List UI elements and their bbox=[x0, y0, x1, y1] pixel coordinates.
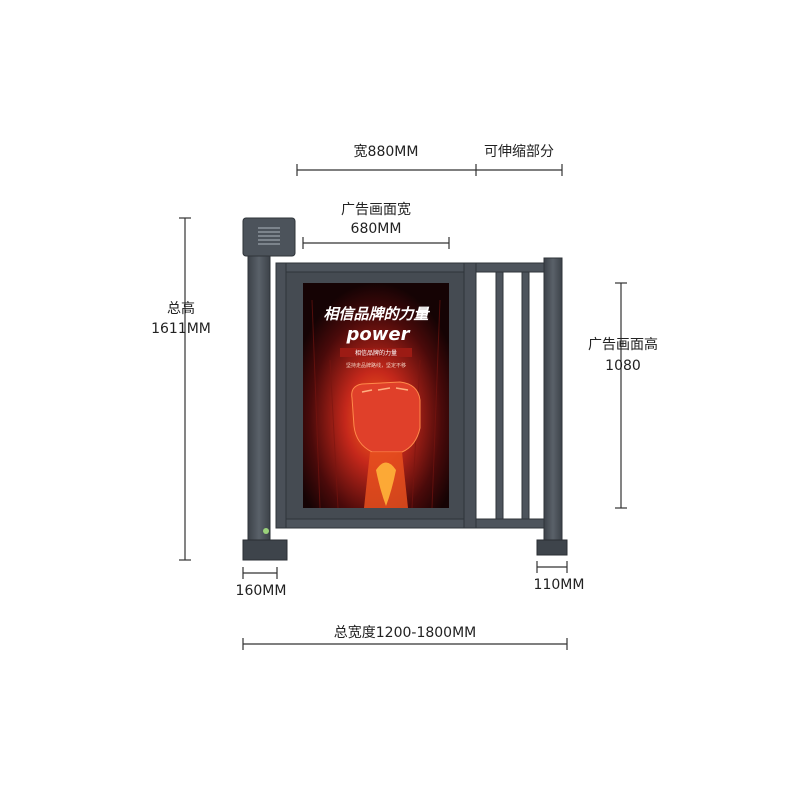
poster-word: power bbox=[346, 324, 411, 345]
indicator-light-icon bbox=[263, 528, 269, 534]
right-base-label: 110MM bbox=[534, 577, 585, 593]
poster-tagline: 相信品牌的力量 bbox=[355, 349, 397, 357]
frame-divider-post bbox=[463, 262, 477, 529]
hinge-post bbox=[275, 262, 287, 529]
top-width-label: 宽880MM bbox=[354, 143, 419, 160]
ad-height-title: 广告画面高 bbox=[588, 336, 658, 353]
ad-width-value: 680MM bbox=[351, 221, 402, 237]
bottom-rail bbox=[275, 518, 561, 529]
ad-width-title: 广告画面宽 bbox=[341, 201, 411, 218]
right-post bbox=[543, 257, 563, 547]
total-width-label: 总宽度1200-1800MM bbox=[334, 624, 476, 641]
left-base-label: 160MM bbox=[236, 583, 287, 599]
poster-headline: 相信品牌的力量 bbox=[323, 305, 430, 323]
extendable-label: 可伸缩部分 bbox=[484, 144, 554, 160]
gate: 相信品牌的力量 power 相信品牌的力量 坚持走品牌路线，坚定不移 bbox=[242, 217, 568, 561]
poster-subline: 坚持走品牌路线，坚定不移 bbox=[346, 362, 406, 369]
vent-icon bbox=[258, 227, 280, 245]
total-height-value: 1611MM bbox=[151, 321, 211, 337]
total-height-title: 总高 bbox=[167, 300, 195, 317]
left-base bbox=[242, 539, 288, 561]
extend-bar-2 bbox=[521, 271, 530, 520]
top-rail bbox=[275, 262, 561, 273]
fist-icon bbox=[351, 381, 421, 508]
right-base bbox=[536, 539, 568, 556]
dimension-lines bbox=[179, 164, 627, 650]
motor-housing bbox=[242, 217, 296, 257]
ad-height-value: 1080 bbox=[605, 358, 641, 374]
left-post bbox=[247, 255, 271, 547]
advertisement-poster: 相信品牌的力量 power 相信品牌的力量 坚持走品牌路线，坚定不移 bbox=[303, 283, 449, 509]
extend-bar-1 bbox=[495, 271, 504, 520]
